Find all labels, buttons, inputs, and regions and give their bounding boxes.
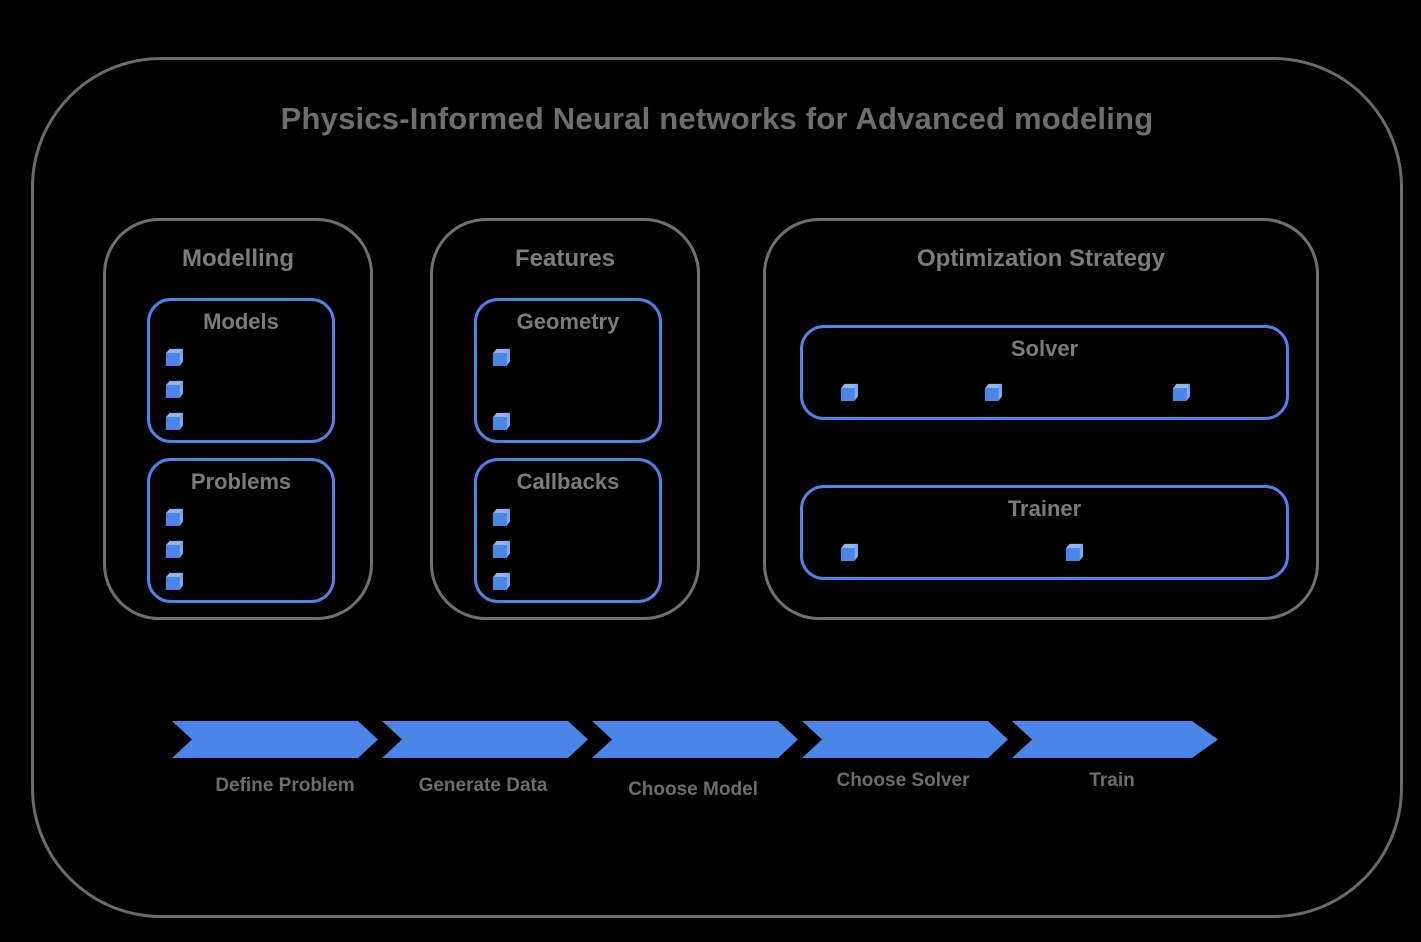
cube-icon: [840, 383, 858, 401]
group-features: Features Geometry Callbacks: [430, 218, 700, 620]
cube-icon: [165, 572, 183, 590]
cube-icon: [492, 348, 510, 366]
flow-arrow-define-problem: [172, 721, 378, 758]
cube-icon: [492, 540, 510, 558]
group-modelling-title: Modelling: [182, 245, 294, 272]
flow-step-label-choose-solver: Choose Solver: [836, 770, 970, 791]
box-callbacks-label: Callbacks: [516, 469, 620, 494]
cube-icon: [492, 572, 510, 590]
group-optimization-strategy: Optimization Strategy Solver Trainer: [763, 218, 1319, 620]
box-solver-label: Solver: [1010, 336, 1079, 361]
flow-step-label-choose-model: Choose Model: [628, 779, 758, 800]
group-features-title: Features: [514, 245, 616, 272]
cube-icon: [165, 380, 183, 398]
cube-icon: [840, 543, 858, 561]
flow-arrow-train: [1012, 721, 1218, 758]
box-problems: Problems: [147, 458, 335, 603]
box-callbacks: Callbacks: [474, 458, 662, 603]
cube-icon: [492, 412, 510, 430]
box-models: Models: [147, 298, 335, 443]
cube-icon: [165, 348, 183, 366]
box-models-label: Models: [203, 309, 279, 334]
cube-icon: [165, 540, 183, 558]
flow-arrow-generate-data: [382, 721, 588, 758]
cube-icon: [165, 412, 183, 430]
box-geometry-label: Geometry: [516, 309, 620, 334]
group-optimization-title: Optimization Strategy: [916, 245, 1166, 272]
box-trainer-label: Trainer: [1007, 496, 1082, 521]
box-problems-label: Problems: [190, 469, 292, 494]
cube-icon: [165, 508, 183, 526]
page-title: Physics-Informed Neural networks for Adv…: [280, 101, 1154, 136]
box-solver: Solver: [800, 325, 1289, 420]
group-modelling: Modelling Models Problems: [103, 218, 373, 620]
cube-icon: [492, 508, 510, 526]
outer-frame: [31, 57, 1403, 918]
flow-arrow-choose-model: [592, 721, 798, 758]
flow-step-label-train: Train: [1089, 770, 1135, 791]
process-flow: [172, 721, 1218, 758]
flow-arrow-choose-solver: [802, 721, 1008, 758]
cube-icon: [984, 383, 1002, 401]
flow-step-label-define-problem: Define Problem: [215, 775, 355, 796]
cube-icon: [1065, 543, 1083, 561]
flow-step-label-generate-data: Generate Data: [418, 775, 548, 796]
cube-icon: [1172, 383, 1190, 401]
box-geometry: Geometry: [474, 298, 662, 443]
box-trainer: Trainer: [800, 485, 1289, 580]
